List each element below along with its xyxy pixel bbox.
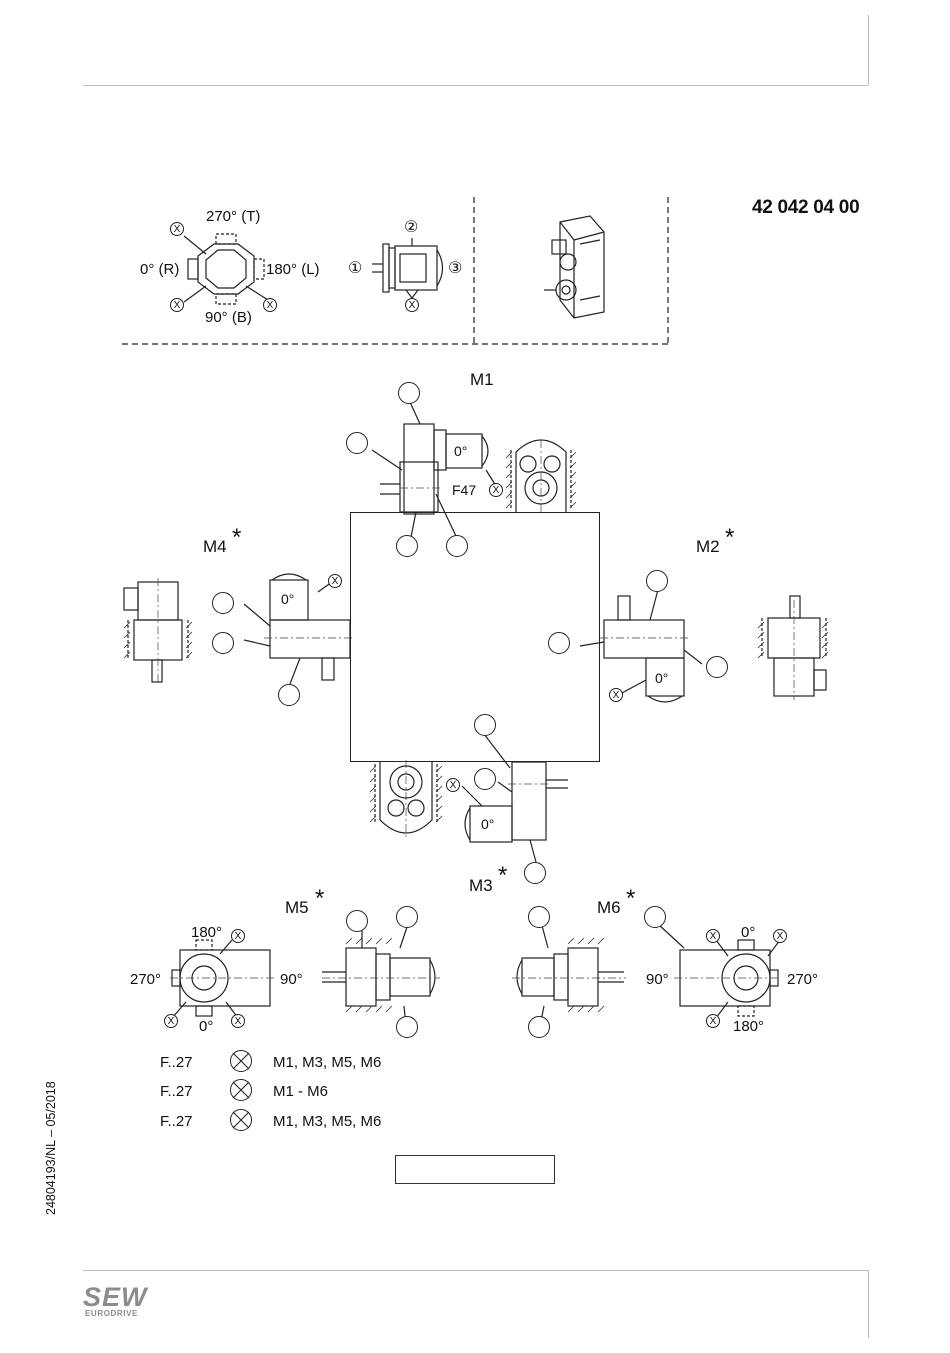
document-side-code: 24804193/NL – 05/2018: [44, 1081, 58, 1215]
sew-eurodrive-logo: SEW EURODRIVE: [83, 1284, 148, 1318]
logo-brand: SEW: [83, 1284, 148, 1311]
empty-field-box: [395, 1155, 555, 1184]
